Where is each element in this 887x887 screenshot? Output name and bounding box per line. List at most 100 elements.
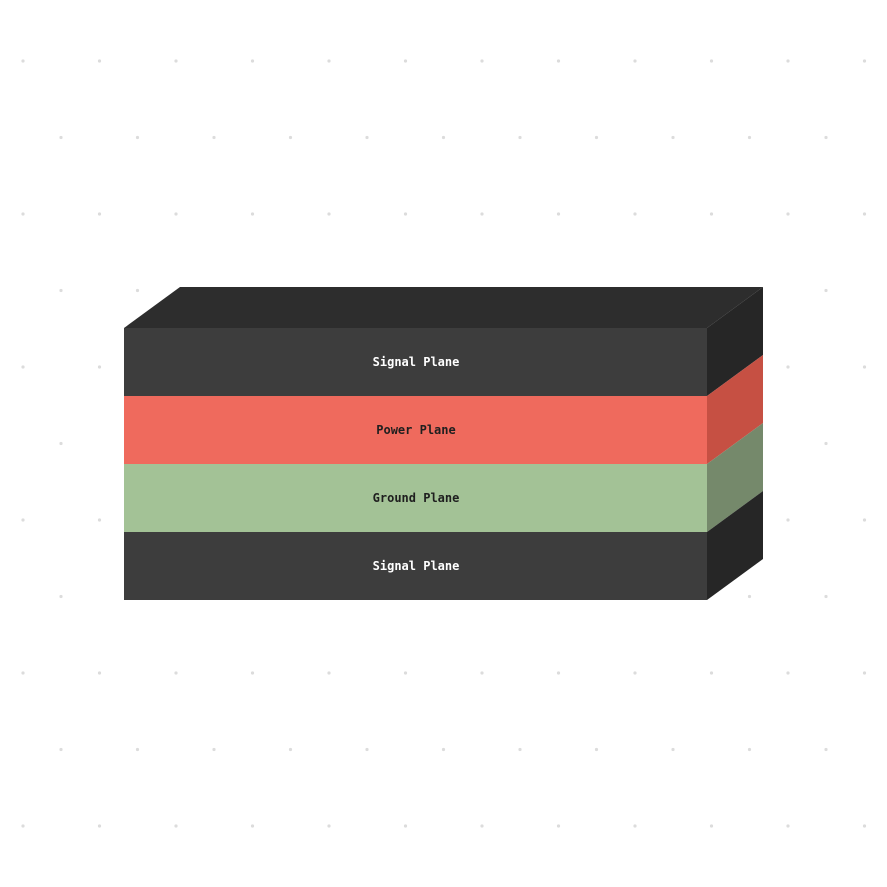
grid-dot <box>212 747 216 752</box>
grid-dot <box>480 59 484 63</box>
layer-front-face <box>124 464 707 532</box>
grid-dot <box>786 518 790 522</box>
layer-front-face <box>124 328 707 396</box>
grid-dot <box>21 824 25 828</box>
layer-label: Ground Plane <box>373 491 460 505</box>
grid-dot <box>174 824 178 828</box>
grid-dot <box>250 824 255 828</box>
grid-dot <box>21 365 25 369</box>
grid-dot <box>327 671 331 675</box>
grid-dot <box>518 747 522 752</box>
grid-dot <box>480 212 484 216</box>
grid-dot <box>747 135 752 140</box>
grid-dot <box>786 365 790 369</box>
layer-ground-plane: Ground Plane <box>124 423 763 532</box>
layer-front-face <box>124 532 707 600</box>
layer-front-face <box>124 396 707 464</box>
grid-dot <box>59 288 63 293</box>
grid-dot <box>327 212 331 216</box>
grid-dot <box>250 212 255 216</box>
grid-dot <box>824 288 828 293</box>
grid-dot <box>59 594 63 599</box>
layer-side-face <box>707 287 763 396</box>
layer-side-face <box>707 423 763 532</box>
grid-dot <box>671 747 675 752</box>
grid-dot <box>365 747 369 752</box>
grid-dot <box>862 671 867 675</box>
grid-dot <box>633 212 637 216</box>
layer-label: Signal Plane <box>373 559 460 573</box>
grid-dot <box>862 365 867 369</box>
grid-dot <box>709 212 714 216</box>
grid-dot <box>518 135 522 140</box>
grid-dot <box>327 59 331 63</box>
grid-dot <box>288 135 293 140</box>
grid-dot <box>250 59 255 63</box>
grid-dot <box>480 824 484 828</box>
grid-dot <box>709 824 714 828</box>
grid-dot <box>403 59 408 63</box>
stack-top-face <box>124 287 763 328</box>
grid-dot <box>21 518 25 522</box>
layer-signal-plane-top: Signal Plane <box>124 287 763 396</box>
grid-dot <box>250 671 255 675</box>
grid-dot <box>59 441 63 446</box>
grid-dot <box>824 441 828 446</box>
grid-dot <box>441 135 446 140</box>
grid-dot <box>824 594 828 599</box>
grid-dot <box>862 212 867 216</box>
layer-stack: Signal Plane Power Plane Ground Plane Si… <box>124 287 763 600</box>
grid-dot <box>633 671 637 675</box>
grid-dot <box>480 671 484 675</box>
grid-dot <box>556 824 561 828</box>
grid-dot <box>594 135 599 140</box>
grid-dot <box>403 671 408 675</box>
grid-dot <box>556 59 561 63</box>
grid-dot <box>709 59 714 63</box>
grid-dot <box>786 671 790 675</box>
grid-dot <box>441 747 446 752</box>
layer-signal-plane-bottom: Signal Plane <box>124 491 763 600</box>
grid-dot <box>135 288 140 293</box>
grid-dot <box>97 671 102 675</box>
grid-dot <box>97 518 102 522</box>
grid-dot <box>747 594 752 599</box>
grid-dot <box>824 747 828 752</box>
grid-dot <box>97 212 102 216</box>
grid-dot <box>21 212 25 216</box>
grid-dot <box>633 824 637 828</box>
grid-dot <box>862 824 867 828</box>
layer-power-plane: Power Plane <box>124 355 763 464</box>
grid-dot <box>174 671 178 675</box>
grid-dot <box>671 135 675 140</box>
grid-dot <box>824 135 828 140</box>
grid-dot <box>786 212 790 216</box>
layer-side-face <box>707 491 763 600</box>
grid-dot <box>59 135 63 140</box>
grid-dot <box>862 59 867 63</box>
grid-dot <box>212 135 216 140</box>
grid-dot <box>21 59 25 63</box>
grid-dot <box>786 59 790 63</box>
grid-dot <box>97 824 102 828</box>
grid-dot <box>594 747 599 752</box>
grid-dot <box>135 747 140 752</box>
grid-dot <box>709 671 714 675</box>
grid-dot <box>786 824 790 828</box>
grid-dot <box>862 518 867 522</box>
grid-dot <box>135 135 140 140</box>
grid-dot <box>403 824 408 828</box>
grid-dot <box>327 824 331 828</box>
grid-dot <box>288 747 293 752</box>
grid-dot <box>59 747 63 752</box>
grid-dot <box>365 135 369 140</box>
grid-dot <box>174 212 178 216</box>
grid-dot <box>97 365 102 369</box>
layer-label: Power Plane <box>376 423 455 437</box>
layer-label: Signal Plane <box>373 355 460 369</box>
grid-dot <box>556 671 561 675</box>
grid-dot <box>747 747 752 752</box>
grid-dot <box>633 59 637 63</box>
grid-dot <box>21 671 25 675</box>
